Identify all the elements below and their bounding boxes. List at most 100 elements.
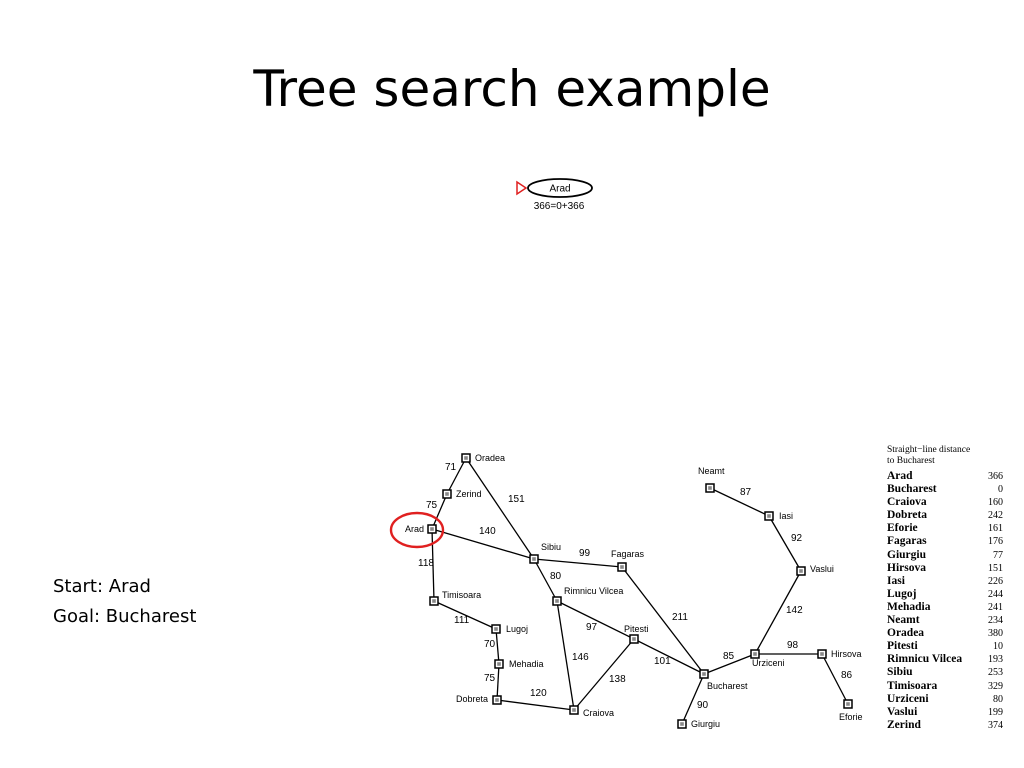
city-node-fill xyxy=(445,492,449,496)
table-city-name: Bucharest xyxy=(887,483,937,496)
city-node-fill xyxy=(702,672,706,676)
city-node-fill xyxy=(753,652,757,656)
start-goal-text: Start: Arad Goal: Bucharest xyxy=(53,572,196,632)
table-row: Fagaras 176 xyxy=(887,535,1003,548)
city-label-fagaras: Fagaras xyxy=(611,549,645,559)
road-rimnicu-pitesti xyxy=(556,600,635,640)
city-node-fill xyxy=(767,514,771,518)
road-distance-label: 101 xyxy=(654,656,671,667)
city-node-fill xyxy=(820,652,824,656)
table-distance-value: 176 xyxy=(988,536,1003,548)
table-distance-value: 77 xyxy=(993,549,1003,561)
road-distance-label: 92 xyxy=(791,533,803,544)
table-heading-line2: to Bucharest xyxy=(887,456,935,466)
table-row: Craiova 160 xyxy=(887,496,1003,509)
highlight-layer xyxy=(389,511,445,549)
table-distance-value: 242 xyxy=(988,510,1003,522)
city-node-fill xyxy=(708,486,712,490)
city-node-fill xyxy=(799,569,803,573)
cities-layer: OradeaZerindAradTimisoaraLugojMehadiaDob… xyxy=(405,453,863,729)
road-distance-label: 120 xyxy=(530,688,547,699)
table-row: Dobreta 242 xyxy=(887,509,1003,522)
city-node-fill xyxy=(495,698,499,702)
city-node-fill xyxy=(464,456,468,460)
city-label-oradea: Oradea xyxy=(475,453,505,463)
road-vaslui-iasi xyxy=(768,515,802,572)
city-node-fill xyxy=(555,599,559,603)
table-heading: Straight−line distance to Bucharest xyxy=(887,445,1003,467)
road-arad-sibiu xyxy=(431,528,535,560)
city-label-dobreta: Dobreta xyxy=(456,694,488,704)
slide-title: Tree search example xyxy=(253,60,771,118)
city-node-fill xyxy=(532,557,536,561)
table-city-name: Lugoj xyxy=(887,587,917,600)
road-distance-label: 86 xyxy=(841,670,853,681)
table-distance-value: 226 xyxy=(988,575,1003,587)
road-distance-label: 211 xyxy=(672,612,688,623)
city-label-urziceni: Urziceni xyxy=(752,658,785,668)
table-row: Lugoj 244 xyxy=(887,588,1003,601)
table-city-name: Oradea xyxy=(887,627,925,640)
road-pitesti-bucharest xyxy=(633,638,705,675)
road-craiova-pitesti xyxy=(573,638,635,711)
table-distance-value: 374 xyxy=(988,719,1003,731)
table-row: Oradea 380 xyxy=(887,627,1003,640)
road-distance-label: 99 xyxy=(579,548,591,559)
road-distance-label: 142 xyxy=(786,605,803,616)
distance-labels-layer: 7571151140118111707512099809714613821110… xyxy=(418,462,853,711)
straight-line-distance-table: Straight−line distance to Bucharest Arad… xyxy=(887,445,1003,732)
road-arad-timisoara xyxy=(431,528,435,602)
table-distance-value: 380 xyxy=(988,628,1003,640)
table-distance-value: 160 xyxy=(988,497,1003,509)
table-distance-value: 0 xyxy=(998,484,1003,496)
road-lugoj-mehadia xyxy=(495,628,500,665)
table-city-name: Neamt xyxy=(887,614,920,627)
road-sibiu-fagaras xyxy=(533,558,623,568)
table-city-name: Craiova xyxy=(887,496,927,509)
table-distance-value: 161 xyxy=(988,523,1003,535)
tree-node-arad[interactable] xyxy=(527,178,593,198)
table-city-name: Fagaras xyxy=(887,535,927,548)
city-node-fill xyxy=(680,722,684,726)
table-distance-value: 329 xyxy=(988,680,1003,692)
city-label-neamt: Neamt xyxy=(698,466,725,476)
road-oradea-sibiu xyxy=(465,457,535,560)
city-node-fill xyxy=(632,637,636,641)
road-bucharest-urziceni xyxy=(703,653,756,675)
current-city-highlight xyxy=(389,511,445,549)
start-label: Start: Arad xyxy=(53,576,151,597)
city-label-giurgiu: Giurgiu xyxy=(691,719,720,729)
expand-marker-icon xyxy=(516,180,528,196)
table-distance-value: 199 xyxy=(988,706,1003,718)
table-distance-value: 151 xyxy=(988,562,1003,574)
city-label-hirsova: Hirsova xyxy=(831,649,862,659)
city-label-iasi: Iasi xyxy=(779,511,793,521)
road-sibiu-rimnicu xyxy=(533,558,558,602)
road-mehadia-dobreta xyxy=(496,663,500,701)
table-city-name: Hirsova xyxy=(887,561,926,574)
road-urziceni-vaslui xyxy=(754,570,802,655)
road-distance-label: 80 xyxy=(550,571,562,582)
city-node-fill xyxy=(846,702,850,706)
road-distance-label: 98 xyxy=(787,640,799,651)
road-distance-label: 146 xyxy=(572,652,589,663)
city-label-timisoara: Timisoara xyxy=(442,590,481,600)
table-city-name: Arad xyxy=(887,470,913,482)
romania-map: 7571151140118111707512099809714613821110… xyxy=(389,453,863,729)
road-distance-label: 85 xyxy=(723,651,735,662)
tree-node-f-value: 366=0+366 xyxy=(534,201,585,212)
table-distance-value: 244 xyxy=(988,588,1003,600)
city-node-fill xyxy=(432,599,436,603)
city-label-zerind: Zerind xyxy=(456,489,482,499)
table-distance-value: 10 xyxy=(993,641,1003,653)
table-distance-value: 253 xyxy=(988,667,1003,679)
road-zerind-oradea xyxy=(446,457,467,495)
table-city-name: Dobreta xyxy=(887,509,928,522)
